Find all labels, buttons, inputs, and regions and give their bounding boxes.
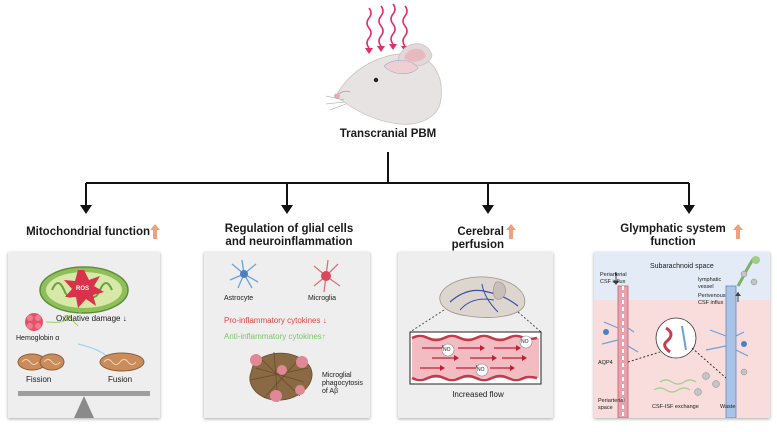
top-label: Transcranial PBM (339, 128, 437, 140)
increase-arrow-icon (150, 224, 743, 239)
perivenous-label: Perivenous CSF influx (698, 293, 726, 306)
microglia-label: Microglia (308, 295, 337, 302)
ros-label: ROS (76, 286, 90, 292)
microglia-icon (313, 259, 341, 293)
astrocyte-icon (229, 259, 259, 289)
title-perfusion: Cerebral perfusion (451, 226, 504, 251)
panel-glymphatic: Subarachnoid space Periarterial CSF infl… (594, 252, 770, 418)
panel-perfusion: NO NO NO Increased flow (398, 252, 553, 418)
light-waves-icon (366, 3, 408, 49)
ros-burst-icon (64, 270, 104, 308)
vein-icon (725, 285, 737, 418)
aqp4-label: AQP4 (598, 360, 613, 366)
subarachnoid-label: Subarachnoid space (650, 263, 714, 270)
fusion-icon (99, 352, 145, 372)
flow-arrows (420, 347, 522, 369)
balance-icon (18, 391, 150, 396)
periarterial-influx-label: Periarterial CSF influx (600, 272, 627, 285)
periarterial-space-label: Periarterial space (598, 398, 625, 411)
no-molecule-icon (441, 335, 533, 377)
no-label-2: NO (521, 339, 529, 345)
hemoglobin-icon (25, 313, 43, 331)
fusion-label: Fusion (108, 375, 133, 384)
waste-particle-icon (694, 270, 758, 396)
exchange-label: CSF-ISF exchange (652, 404, 699, 410)
title-glymphatic: Glymphatic system function (620, 223, 726, 248)
title-glial: Regulation of glial cells and neuroinfla… (224, 223, 354, 248)
phagocytosis-label: Microglial phagocytosis of Aβ (322, 372, 363, 395)
lymphatic-label: lymphatic vessel (698, 277, 722, 290)
brain-icon (439, 276, 526, 318)
astrocyte-endfeet-icon (601, 321, 749, 357)
panel-glial: Astrocyte Microglia Pro-inflammatory cyt… (204, 252, 370, 418)
anti-inflammatory-label: Anti-inflammatory cytokines↑ (224, 332, 326, 341)
waste-label: Waste (720, 404, 736, 410)
panel-mitochondrial: Oxidative damage ↓ ROS Hemoglobin α Fiss… (8, 252, 160, 418)
fission-label: Fission (26, 375, 52, 384)
title-mitochondrial: Mitochondrial function (26, 226, 150, 238)
oxidative-label: Oxidative damage ↓ (56, 314, 127, 323)
pro-inflammatory-label: Pro-inflammatory cytokines ↓ (224, 316, 327, 325)
hemoglobin-label: Hemoglobin α (16, 335, 60, 342)
astrocyte-label: Astrocyte (224, 295, 254, 302)
increased-flow-label: Increased flow (452, 390, 504, 399)
tree-connectors (85, 152, 690, 207)
no-label-1: NO (443, 347, 451, 353)
no-label-3: NO (477, 367, 485, 373)
fission-icon (17, 353, 65, 371)
